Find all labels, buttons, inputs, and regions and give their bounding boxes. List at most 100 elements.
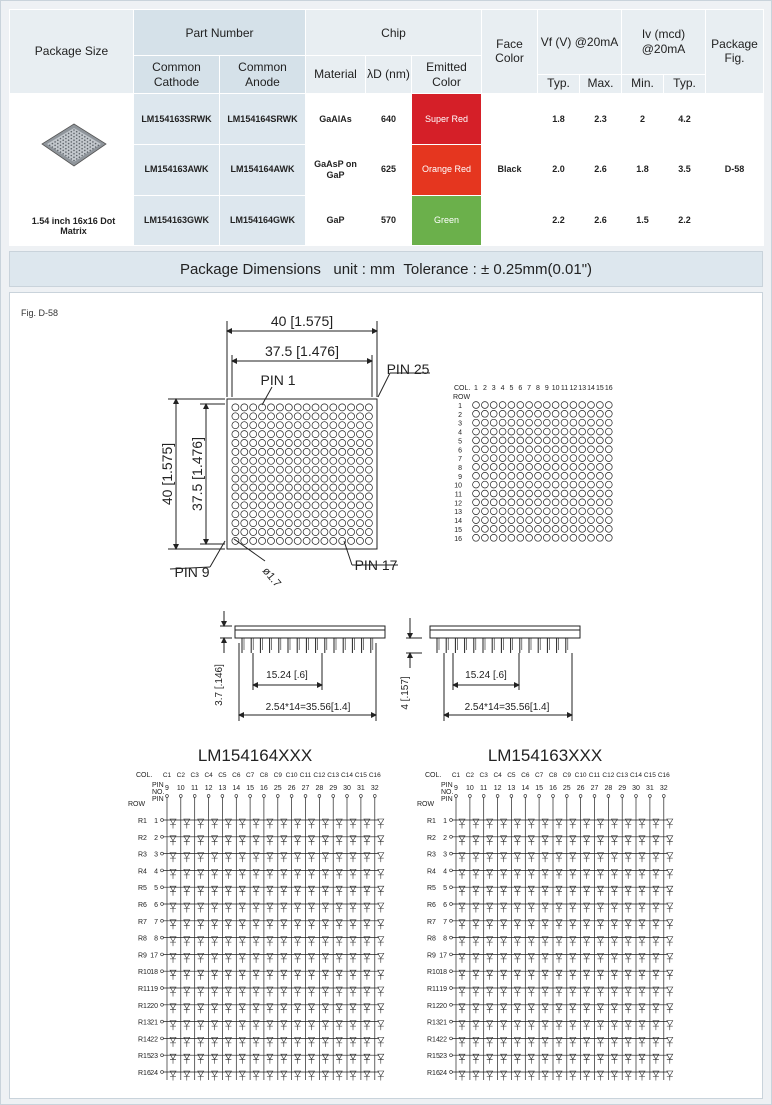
schem-led xyxy=(638,885,646,896)
matrix-col-label: COL. xyxy=(454,385,470,392)
matrix-dot xyxy=(534,463,542,471)
top-view-dot xyxy=(258,501,266,510)
schem-row-terminal xyxy=(160,835,164,839)
schem-led xyxy=(541,936,549,947)
schem-led xyxy=(266,1070,274,1081)
schem-led xyxy=(211,1020,219,1031)
schem-led xyxy=(238,818,246,829)
top-view-dot xyxy=(284,519,293,527)
schem-led xyxy=(266,1003,274,1014)
schem-led xyxy=(638,818,646,829)
schem-led xyxy=(377,986,385,997)
top-view-dot xyxy=(347,483,355,492)
schem-led xyxy=(169,902,177,913)
schem-led xyxy=(211,818,219,829)
schem-col-pin: 29 xyxy=(329,785,337,792)
emitted-color-1: Super Red xyxy=(411,92,482,146)
schem-led xyxy=(569,1020,577,1031)
schem-row-name: R3 xyxy=(427,852,436,859)
top-view-labels: 40 [1.575] 37.5 [1.476] PIN 1 PIN 25 PIN… xyxy=(159,313,430,590)
schem-led xyxy=(486,919,494,930)
schem-led xyxy=(252,919,260,930)
schem-led xyxy=(541,953,549,963)
schem-led xyxy=(486,1070,494,1081)
thumb-dot xyxy=(81,144,83,146)
schem-led xyxy=(266,852,274,863)
matrix-col-number: 8 xyxy=(536,385,540,392)
schem-led xyxy=(458,919,466,930)
schem-row-name: R5 xyxy=(138,885,147,892)
matrix-dot xyxy=(525,498,533,507)
package-cell: 1.54 inch 16x16 Dot Matrix xyxy=(9,92,134,247)
schem-led xyxy=(238,1037,246,1047)
matrix-dot xyxy=(596,472,604,480)
schem-led xyxy=(458,852,466,863)
matrix-dot xyxy=(516,418,525,427)
top-view-dot xyxy=(302,474,311,483)
top-view-dot xyxy=(249,474,258,483)
thumb-dot xyxy=(57,149,59,151)
thumb-dot xyxy=(84,149,86,151)
schem-led xyxy=(624,902,632,913)
matrix-dot xyxy=(472,463,480,471)
schem-led xyxy=(597,1037,604,1047)
schem-col-pin: 27 xyxy=(591,785,599,792)
matrix-dot xyxy=(498,454,507,462)
thumb-dot xyxy=(70,147,73,150)
schem-col-terminal xyxy=(165,794,169,798)
matrix-dot xyxy=(481,525,489,533)
schem-led xyxy=(652,969,660,980)
thumb-dot xyxy=(73,152,75,155)
thumb-dot xyxy=(89,142,91,145)
side-view-right-labels: 15.24 [.6] 2.54*14=35.56[1.4] 4 [.157] xyxy=(400,670,550,713)
thumb-dot xyxy=(59,140,62,143)
schem-led xyxy=(458,1037,466,1047)
schem-led xyxy=(294,1070,302,1081)
schem-led xyxy=(363,1020,371,1031)
matrix-dot xyxy=(543,436,551,445)
top-view-dot xyxy=(258,448,266,456)
schem-col-terminal xyxy=(662,794,666,798)
top-view-dot xyxy=(293,430,302,438)
schem-col-name: C11 xyxy=(300,772,312,779)
top-view-dot xyxy=(365,537,373,545)
thumb-dot xyxy=(54,140,56,143)
schem-led xyxy=(569,986,577,997)
matrix-row-number: 16 xyxy=(454,536,462,543)
top-view-dot xyxy=(293,403,302,412)
schem-col-pin: 31 xyxy=(357,785,365,792)
top-view-dot xyxy=(311,519,320,527)
matrix-col-number: 13 xyxy=(578,385,586,392)
schematic-title-left: LM154164XXX xyxy=(198,746,312,765)
schem-led xyxy=(513,953,521,963)
matrix-dot xyxy=(551,436,560,445)
schem-led xyxy=(610,986,618,997)
schem-row-pin: 6 xyxy=(154,902,158,909)
schem-row-terminal xyxy=(449,1019,453,1024)
schem-led xyxy=(363,818,371,829)
schem-led xyxy=(238,852,246,863)
top-view-dot xyxy=(320,474,329,483)
schem-row-pin: 5 xyxy=(154,885,158,892)
top-view-dot xyxy=(240,430,249,438)
schem-led xyxy=(377,869,385,879)
thumb-dot xyxy=(62,142,64,145)
matrix-dot xyxy=(596,410,604,418)
matrix-dot xyxy=(525,507,533,515)
matrix-dot xyxy=(596,463,604,471)
top-view-dot xyxy=(284,448,293,456)
schem-led xyxy=(252,1020,260,1031)
schem-led xyxy=(569,953,577,963)
matrix-dot xyxy=(605,489,613,498)
schem-led xyxy=(583,885,591,896)
thumb-dot xyxy=(78,132,81,134)
top-view-dot xyxy=(347,501,355,510)
thumb-dot xyxy=(89,139,91,141)
top-view-dot xyxy=(329,483,338,492)
schem-col-terminal xyxy=(495,794,500,798)
schem-row-name: R10 xyxy=(138,969,151,976)
schem-led xyxy=(224,835,232,846)
schem-led xyxy=(583,969,591,980)
schem-led xyxy=(197,1003,205,1014)
schem-led xyxy=(266,986,274,997)
